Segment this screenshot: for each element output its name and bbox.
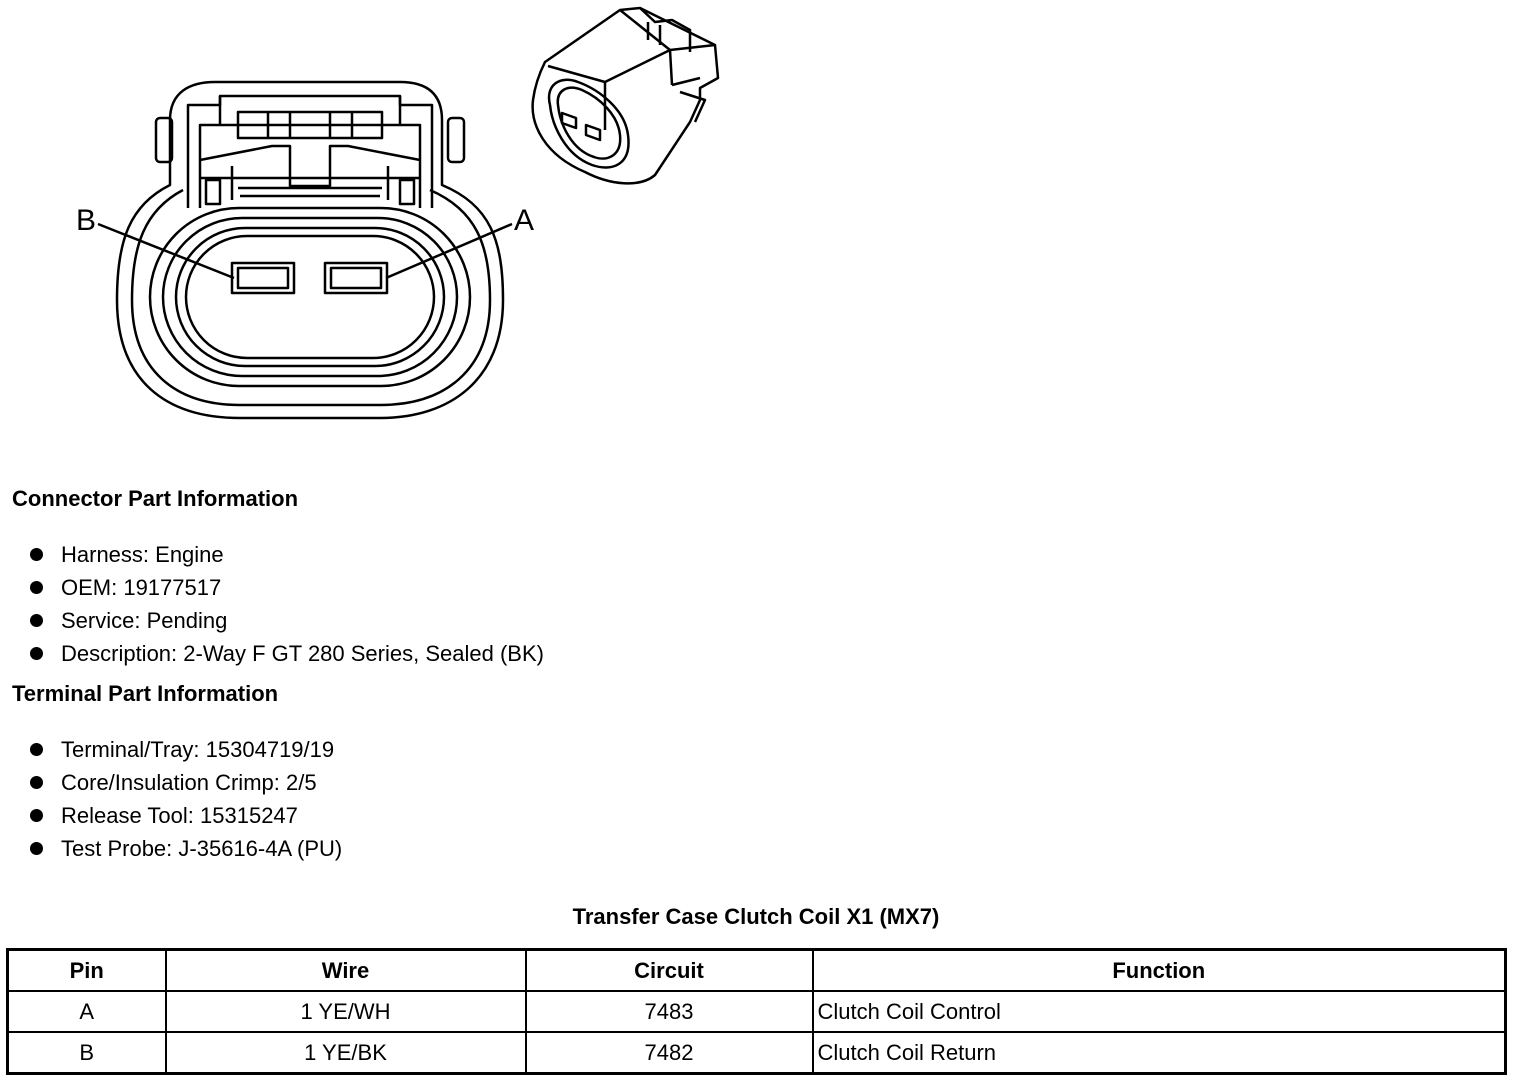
list-item: Description: 2-Way F GT 280 Series, Seal… xyxy=(30,637,544,670)
column-header-function: Function xyxy=(811,948,1507,992)
list-item: OEM: 19177517 xyxy=(30,571,544,604)
column-header-wire: Wire xyxy=(164,948,527,992)
list-item: Harness: Engine xyxy=(30,538,544,571)
cavity-a xyxy=(323,261,389,295)
cell-wire: 1 YE/WH xyxy=(164,990,527,1033)
terminal-part-info-heading: Terminal Part Information xyxy=(12,681,279,706)
connector-diagram: B A xyxy=(76,6,720,420)
list-item: Core/Insulation Crimp: 2/5 xyxy=(30,766,342,799)
cell-pin: A xyxy=(6,990,167,1033)
table-row: B 1 YE/BK 7482 Clutch Coil Return xyxy=(6,1031,1507,1075)
bullet-icon xyxy=(30,743,43,756)
list-item: Test Probe: J-35616-4A (PU) xyxy=(30,832,342,865)
connector-face xyxy=(115,80,505,420)
terminal-part-info-list: Terminal/Tray: 15304719/19 Core/Insulati… xyxy=(30,733,342,865)
cavity-b xyxy=(230,261,296,295)
connector-part-info-list: Harness: Engine OEM: 19177517 Service: P… xyxy=(30,538,544,670)
bullet-icon xyxy=(30,809,43,822)
cell-circuit: 7482 xyxy=(524,1031,814,1075)
cell-wire: 1 YE/BK xyxy=(164,1031,527,1075)
leader-line-b xyxy=(97,222,235,280)
bullet-icon xyxy=(30,842,43,855)
table-header-row: Pin Wire Circuit Function xyxy=(6,948,1507,992)
cell-function: Clutch Coil Return xyxy=(811,1031,1507,1075)
table-row: A 1 YE/WH 7483 Clutch Coil Control xyxy=(6,990,1507,1033)
pin-label-b: B xyxy=(76,204,96,237)
list-item: Service: Pending xyxy=(30,604,544,637)
column-header-circuit: Circuit xyxy=(524,948,814,992)
bullet-icon xyxy=(30,548,43,561)
connector-isometric-view xyxy=(531,6,720,185)
cell-function: Clutch Coil Control xyxy=(811,990,1507,1033)
leader-line-a xyxy=(385,222,513,280)
cell-pin: B xyxy=(6,1031,167,1075)
column-header-pin: Pin xyxy=(6,948,167,992)
cell-circuit: 7483 xyxy=(524,990,814,1033)
connector-part-info-heading: Connector Part Information xyxy=(12,486,299,511)
bullet-icon xyxy=(30,581,43,594)
bullet-icon xyxy=(30,776,43,789)
pin-table-title: Transfer Case Clutch Coil X1 (MX7) xyxy=(572,904,940,929)
bullet-icon xyxy=(30,614,43,627)
bullet-icon xyxy=(30,647,43,660)
list-item: Terminal/Tray: 15304719/19 xyxy=(30,733,342,766)
pin-table: Pin Wire Circuit Function A 1 YE/WH 7483… xyxy=(6,948,1507,1075)
pin-label-a: A xyxy=(514,204,534,237)
list-item: Release Tool: 15315247 xyxy=(30,799,342,832)
